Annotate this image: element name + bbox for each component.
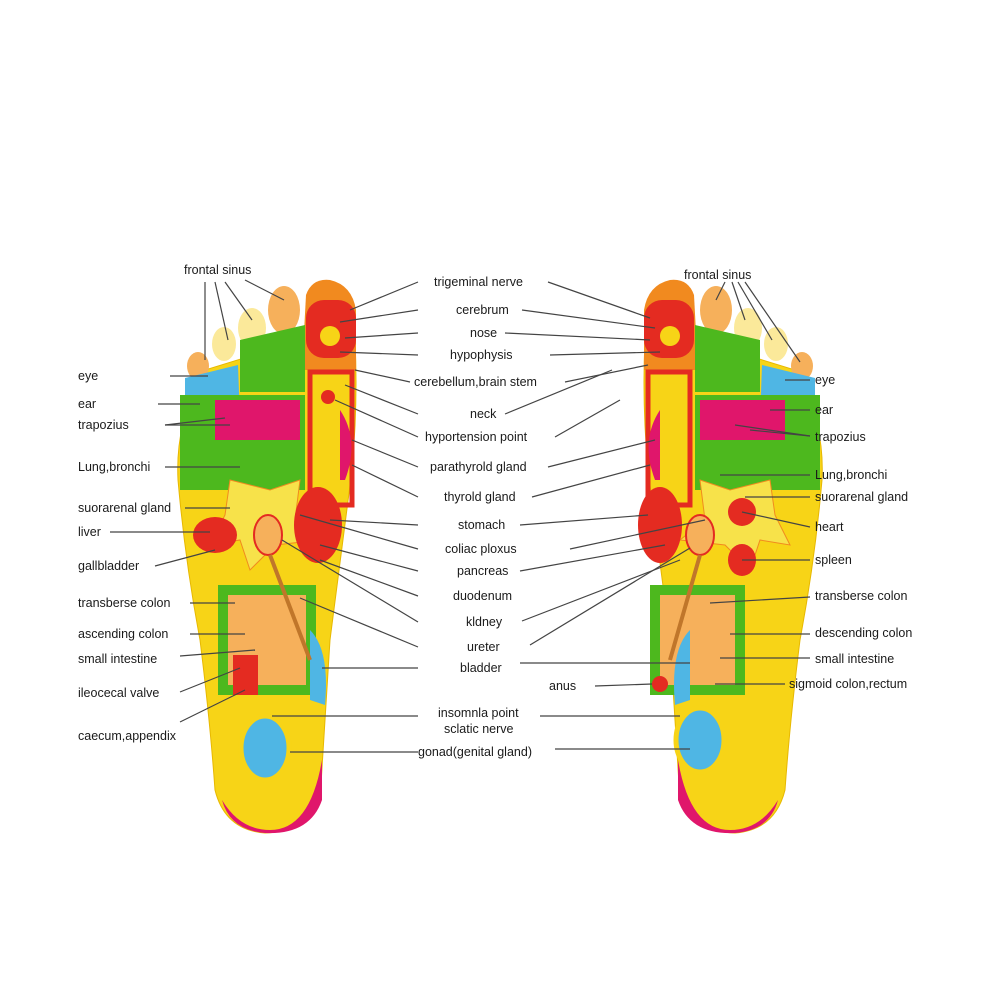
right-label-sigmoid-colon-rectum: sigmoid colon,rectum <box>789 677 907 691</box>
label-sclatic-nerve: sclatic nerve <box>444 722 514 736</box>
left-label-ear: ear <box>78 397 96 411</box>
label-duodenum: duodenum <box>453 589 512 603</box>
label-neck: neck <box>470 407 497 421</box>
right-bladder-zone <box>674 630 690 705</box>
left-toe-5 <box>187 352 209 380</box>
left-labels: frontal sinus eye ear trapozius Lung,bro… <box>78 263 251 743</box>
left-label-ascending-colon: ascending colon <box>78 627 168 641</box>
right-intestine-inner <box>660 595 735 685</box>
right-label-trapozius: trapozius <box>815 430 866 444</box>
label-insomnla-point: insomnla point <box>438 706 519 720</box>
right-label-descending-colon: descending colon <box>815 626 912 640</box>
left-foot <box>177 279 357 834</box>
left-label-suorarenal-gland: suorarenal gland <box>78 501 171 515</box>
left-label-frontal-sinus: frontal sinus <box>184 263 251 277</box>
left-stomach <box>294 487 342 563</box>
left-label-eye: eye <box>78 369 98 383</box>
left-label-liver: liver <box>78 525 101 539</box>
label-bladder: bladder <box>460 661 502 675</box>
right-label-lung-bronchi: Lung,bronchi <box>815 468 887 482</box>
label-nose: nose <box>470 326 497 340</box>
label-coliac-ploxus: coliac ploxus <box>445 542 517 556</box>
left-kidney <box>253 514 283 556</box>
label-hypophysis: hypophysis <box>450 348 513 362</box>
right-stomach <box>638 487 682 563</box>
right-label-small-intestine: small intestine <box>815 652 894 666</box>
label-cerebellum-brain-stem: cerebellum,brain stem <box>414 375 537 389</box>
right-label-frontal-sinus: frontal sinus <box>684 268 751 282</box>
left-thyroid-zone <box>340 410 352 480</box>
left-label-trapozius: trapozius <box>78 418 129 432</box>
leader-lines <box>110 279 811 753</box>
left-label-caecum-appendix: caecum,appendix <box>78 729 177 743</box>
left-toe-2 <box>268 286 300 334</box>
left-shoulder-zone <box>215 400 300 440</box>
right-anus-dot <box>652 676 668 692</box>
right-solar-plexus <box>678 479 791 571</box>
label-hyportension-point: hyportension point <box>425 430 528 444</box>
label-ureter: ureter <box>467 640 500 654</box>
left-liver <box>193 517 237 553</box>
label-trigeminal-nerve: trigeminal nerve <box>434 275 523 289</box>
left-appendix <box>233 655 258 695</box>
label-thyrold-gland: thyrold gland <box>444 490 516 504</box>
left-eye-zone <box>240 325 305 392</box>
right-ureter-line <box>668 554 702 661</box>
right-label-suorarenal-gland: suorarenal gland <box>815 490 908 504</box>
left-label-lung-bronchi: Lung,bronchi <box>78 460 150 474</box>
right-label-spleen: spleen <box>815 553 852 567</box>
right-toe-5 <box>791 352 813 380</box>
right-label-transberse-colon: transberse colon <box>815 589 907 603</box>
left-ureter-line <box>268 554 312 661</box>
right-eye-zone <box>695 325 760 392</box>
left-gonad-zone <box>238 713 292 783</box>
label-parathyrold-gland: parathyrold gland <box>430 460 527 474</box>
left-label-transberse-colon: transberse colon <box>78 596 170 610</box>
center-labels: trigeminal nerve cerebrum nose hypophysi… <box>414 275 537 759</box>
label-pancreas: pancreas <box>457 564 508 578</box>
label-cerebrum: cerebrum <box>456 303 509 317</box>
left-label-ileocecal-valve: ileocecal valve <box>78 686 159 700</box>
left-pituitary-dot <box>320 326 340 346</box>
right-foot <box>638 279 823 834</box>
left-toe-4 <box>212 327 236 361</box>
right-pituitary-dot <box>660 326 680 346</box>
left-bladder-zone <box>310 630 326 705</box>
right-label-eye: eye <box>815 373 835 387</box>
right-labels: frontal sinus eye ear trapozius Lung,bro… <box>549 268 912 693</box>
right-thyroid-zone <box>648 410 660 480</box>
label-stomach: stomach <box>458 518 505 532</box>
right-gonad-zone <box>673 705 727 775</box>
right-heart <box>728 498 756 526</box>
left-hypertension-dot <box>321 390 335 404</box>
right-toe-2 <box>700 286 732 334</box>
right-label-heart: heart <box>815 520 844 534</box>
right-shoulder-zone <box>700 400 785 440</box>
left-label-gallbladder: gallbladder <box>78 559 139 573</box>
left-neck-outline <box>307 369 355 508</box>
label-kldney: kldney <box>466 615 503 629</box>
right-label-ear: ear <box>815 403 833 417</box>
right-label-anus: anus <box>549 679 576 693</box>
label-gonad-genital-gland: gonad(genital gland) <box>418 745 532 759</box>
left-label-small-intestine: small intestine <box>78 652 157 666</box>
